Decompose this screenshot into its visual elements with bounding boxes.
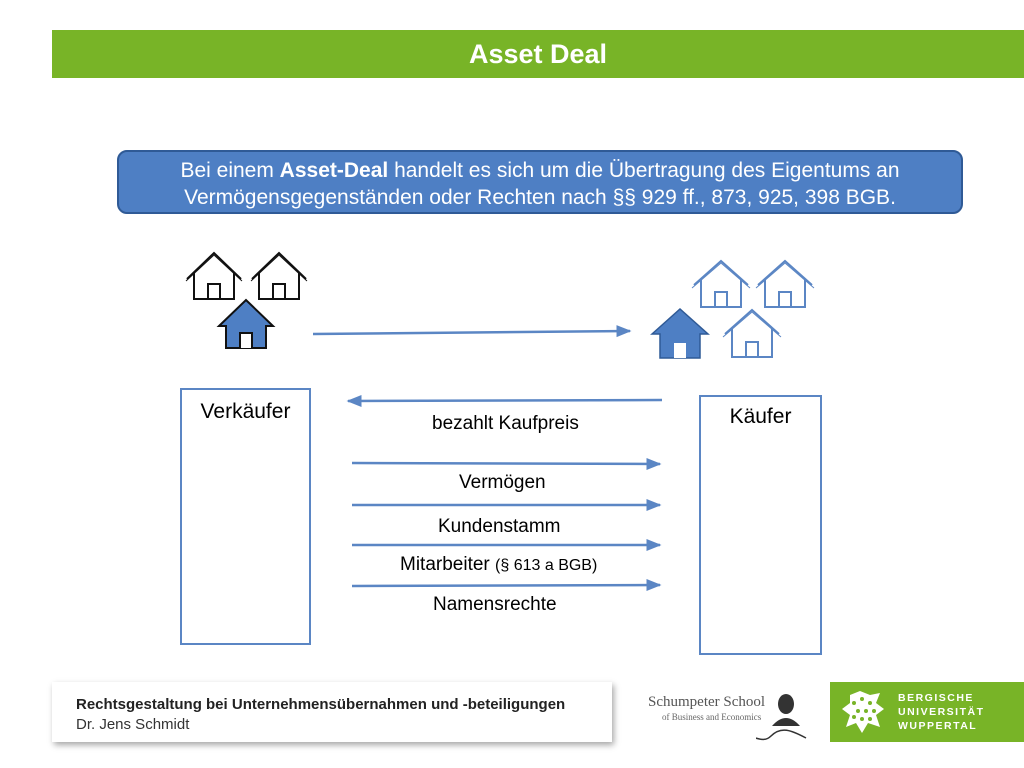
school-name: Schumpeter School — [648, 694, 766, 710]
transfer-arrow — [312, 325, 632, 338]
assets-label: Vermögen — [459, 472, 546, 493]
buyer-box: Käufer — [699, 395, 822, 655]
customers-label: Kundenstamm — [438, 516, 561, 537]
house-icon-filled — [216, 298, 276, 349]
portrait-icon — [756, 694, 807, 741]
university-logo: BERGISCHE UNIVERSITÄT WUPPERTAL — [830, 682, 1024, 742]
house-icon — [755, 259, 815, 308]
footer-course-title: Rechtsgestaltung bei Unternehmensübernah… — [76, 696, 566, 713]
name-rights-label: Namensrechte — [433, 594, 557, 615]
definition-term: Asset-Deal — [279, 159, 389, 182]
school-logo: Schumpeter School of Business and Econom… — [648, 692, 818, 752]
university-name-line-2: UNIVERSITÄT — [898, 706, 985, 718]
footer-panel: Rechtsgestaltung bei Unternehmensübernah… — [52, 682, 612, 742]
seller-label: Verkäufer — [200, 400, 291, 423]
page-title: Asset Deal — [468, 38, 608, 69]
house-icon — [722, 308, 782, 358]
payment-arrow — [346, 394, 663, 407]
house-icon — [691, 259, 751, 308]
university-name-line-3: WUPPERTAL — [898, 720, 978, 732]
assets-arrow — [351, 457, 662, 470]
school-subtitle: of Business and Economics — [662, 712, 762, 722]
buyer-label: Käufer — [729, 405, 792, 428]
definition-prefix: Bei einem — [180, 159, 280, 182]
title-bar: Asset Deal — [52, 30, 1024, 78]
payment-label: bezahlt Kaufpreis — [432, 413, 579, 434]
university-name-line-1: BERGISCHE — [898, 692, 974, 704]
employees-text: Mitarbeiter — [400, 554, 490, 575]
footer-author: Dr. Jens Schmidt — [76, 716, 190, 733]
seller-box: Verkäufer — [180, 388, 311, 645]
employees-label: Mitarbeiter (§ 613 a BGB) — [400, 554, 597, 576]
definition-suffix: handelt es sich um die Übertragung des E… — [388, 159, 900, 182]
definition-line-1: Bei einem Asset-Deal handelt es sich um … — [119, 157, 961, 184]
house-icon-filled — [650, 307, 710, 359]
name-rights-arrow — [351, 579, 662, 592]
definition-box: Bei einem Asset-Deal handelt es sich um … — [117, 150, 963, 214]
house-icon — [185, 251, 243, 300]
house-icon — [250, 251, 308, 300]
university-emblem-icon — [842, 691, 884, 733]
employees-reference: (§ 613 a BGB) — [495, 557, 598, 574]
definition-line-2: Vermögensgegenständen oder Rechten nach … — [184, 186, 896, 209]
